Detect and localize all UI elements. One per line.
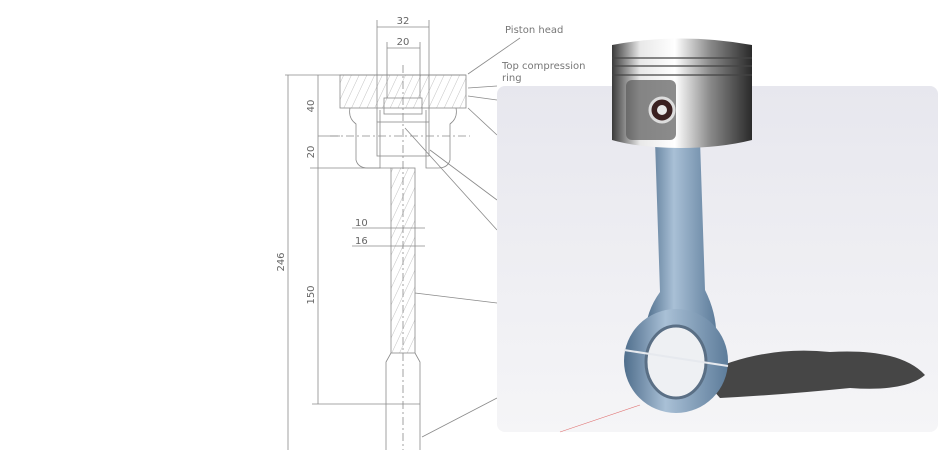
dim-flange-width: 16 (355, 236, 368, 247)
rod-shadow (700, 350, 925, 398)
label-top-compression-ring-2: ring (502, 73, 522, 84)
render-panel (497, 38, 938, 433)
dim-rod-length: 150 (306, 285, 317, 304)
label-top-compression-ring: Top compression (501, 61, 585, 72)
label-piston-head: Piston head (505, 25, 563, 36)
technical-drawing (285, 20, 521, 450)
dim-pin-inner: 20 (397, 37, 410, 48)
dim-web-thickness: 10 (355, 218, 368, 229)
dim-pin-offset: 20 (306, 146, 317, 159)
rod-shank (645, 140, 717, 350)
dim-pin-outer: 32 (397, 16, 410, 27)
dim-head-height: 40 (306, 100, 317, 113)
dim-overall-length: 246 (276, 252, 287, 271)
